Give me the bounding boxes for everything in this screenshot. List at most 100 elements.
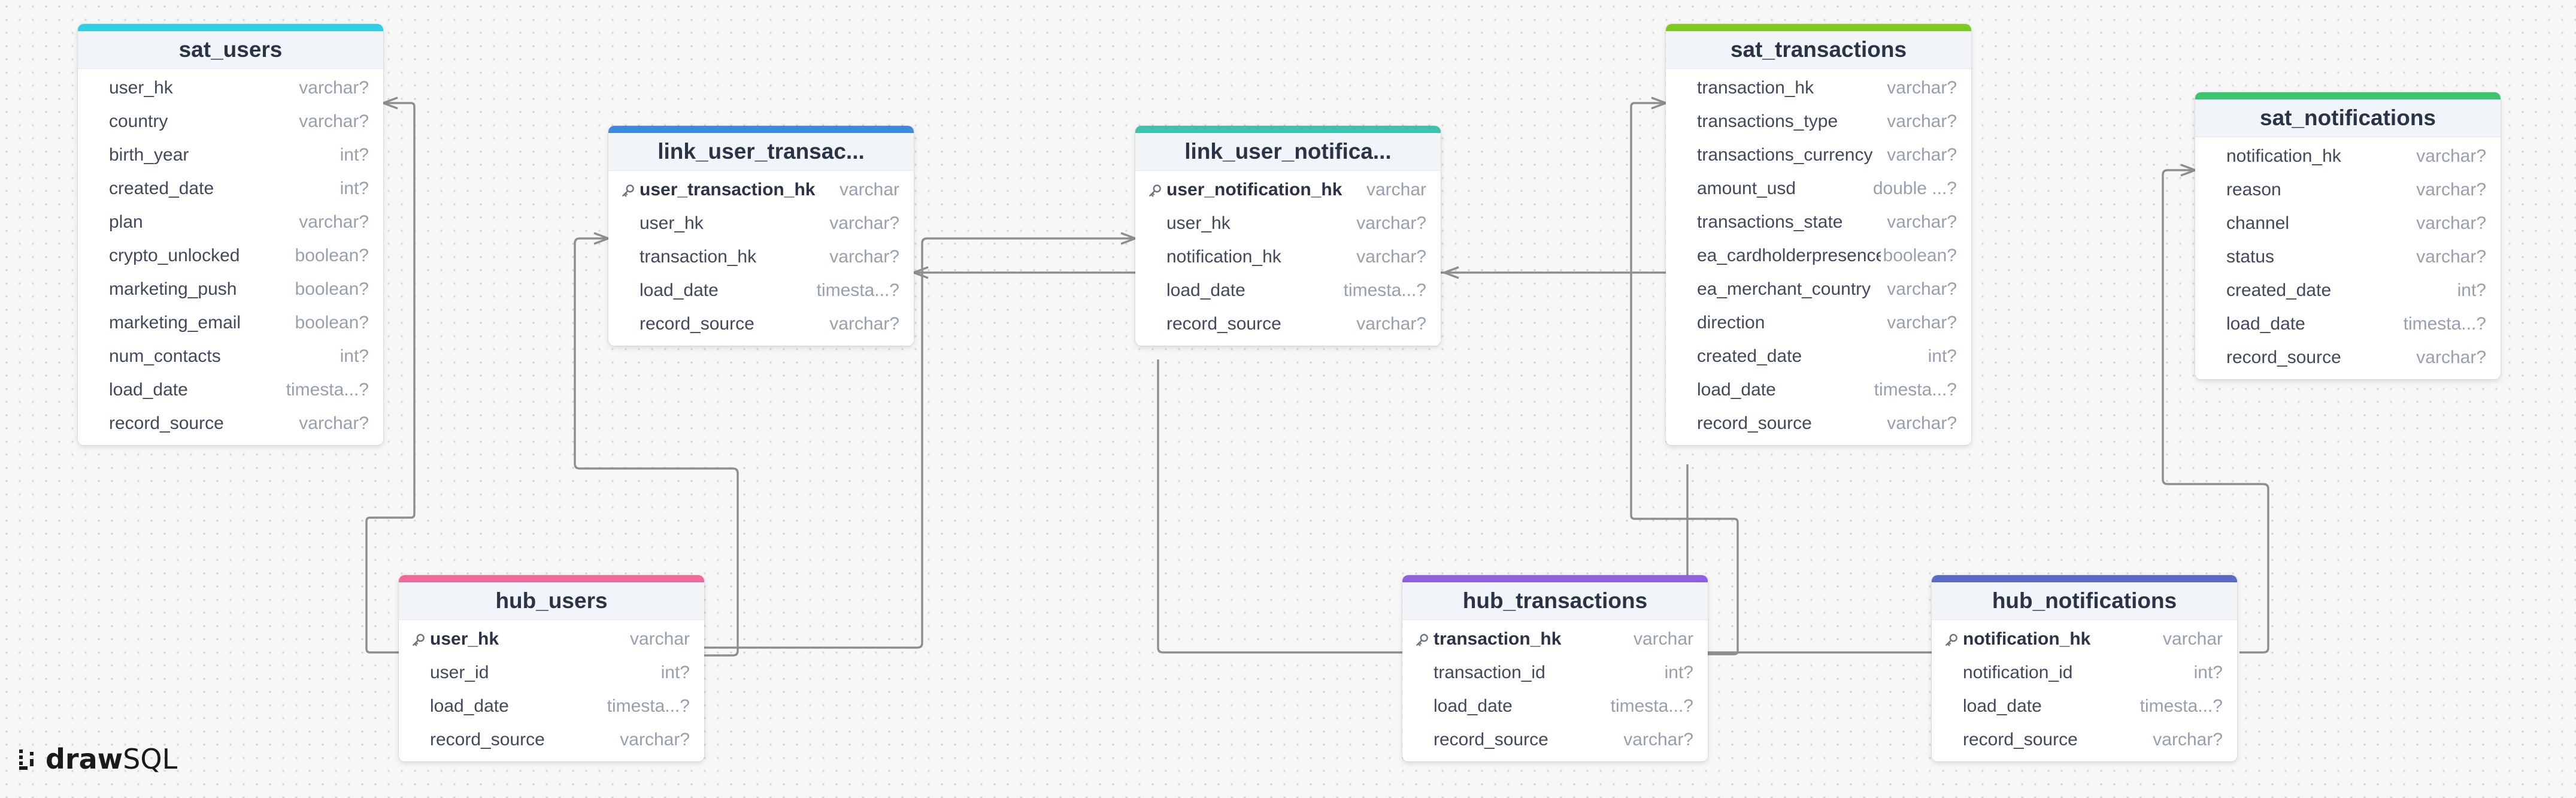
- crowfoot-icon-link-user-notifications-user-hk: [1120, 232, 1136, 245]
- table-title[interactable]: sat_transactions: [1666, 31, 1971, 69]
- column-type: varchar?: [1884, 306, 1957, 340]
- column-name: amount_usd: [1697, 179, 1796, 198]
- column-type: varchar: [1363, 173, 1426, 207]
- table-title[interactable]: sat_users: [78, 31, 383, 69]
- column-name: load_date: [1166, 280, 1245, 300]
- table-title[interactable]: hub_transactions: [1402, 582, 1708, 620]
- table-title[interactable]: link_user_notifica...: [1135, 133, 1441, 171]
- column-type: timesta...?: [2401, 307, 2486, 341]
- primary-key-row[interactable]: user_notification_hk varchar: [1135, 173, 1441, 207]
- drawsql-brand[interactable]: drawSQL: [18, 743, 177, 775]
- key-icon: [413, 634, 425, 646]
- column-name: marketing_email: [109, 313, 241, 332]
- table-accent-bar: [2195, 92, 2501, 99]
- table-title[interactable]: hub_notifications: [1932, 582, 2237, 620]
- crowfoot-icon-sat-notifications-notification-hk: [2180, 164, 2196, 177]
- column-row[interactable]: country varchar?: [78, 105, 383, 138]
- column-type: int?: [337, 138, 369, 172]
- crowfoot-icon-sat-users-user-hk: [383, 96, 398, 110]
- table-title[interactable]: link_user_transac...: [608, 133, 914, 171]
- column-type: timesta...?: [1871, 373, 1957, 407]
- column-name: record_source: [1697, 413, 1812, 433]
- table-title[interactable]: hub_users: [399, 582, 704, 620]
- column-name: created_date: [2226, 280, 2332, 300]
- table-accent-bar: [78, 24, 383, 31]
- column-name: country: [109, 111, 168, 131]
- column-type: varchar?: [2414, 341, 2486, 374]
- table-title[interactable]: sat_notifications: [2195, 99, 2501, 137]
- column-name: user_id: [430, 663, 489, 682]
- column-type: varchar?: [1884, 205, 1957, 239]
- column-name: created_date: [1697, 346, 1802, 366]
- column-name: load_date: [1963, 696, 2042, 716]
- column-name: user_notification_hk: [1166, 180, 1342, 200]
- column-type: varchar: [2160, 622, 2223, 656]
- key-icon: [1416, 634, 1428, 646]
- column-name: user_hk: [640, 213, 704, 233]
- column-type: varchar?: [296, 105, 369, 138]
- column-type: varchar?: [2414, 207, 2486, 240]
- table-link-user-notifications[interactable]: link_user_notifica...user_notification_h…: [1135, 126, 1441, 346]
- column-type: varchar?: [2414, 240, 2486, 274]
- column-name: record_source: [1166, 314, 1281, 334]
